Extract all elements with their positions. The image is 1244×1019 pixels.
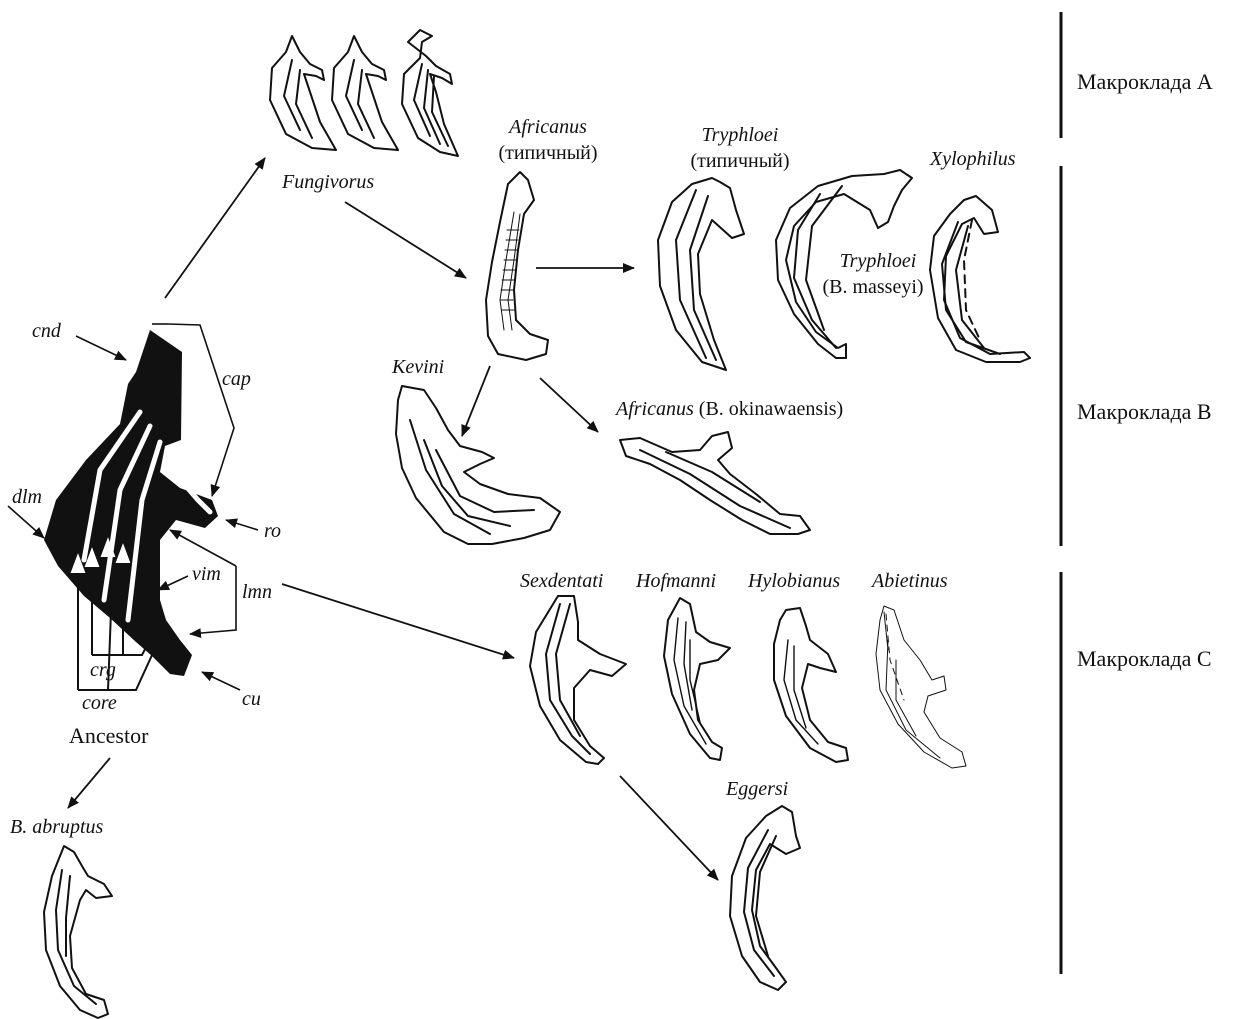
- taxon-note-africanus-okinawaensis: (B. okinawaensis): [699, 398, 843, 420]
- clade-label-a: Макроклада A: [1077, 71, 1213, 93]
- part-label-cap: cap: [222, 368, 251, 390]
- spicule-fungivorus-1: [270, 36, 336, 150]
- spicule-eggersi: [730, 806, 800, 990]
- taxon-label-eggersi: Eggersi: [726, 778, 788, 800]
- spicule-fungivorus-3: [402, 30, 458, 156]
- part-label-crg: crg: [90, 659, 116, 681]
- part-label-cnd: cnd: [32, 320, 61, 342]
- part-label-vim: vim: [192, 563, 221, 585]
- taxon-note-africanus-typical: (типичный): [488, 142, 608, 164]
- part-label-cu: cu: [242, 688, 261, 710]
- part-label-ro: ro: [264, 520, 281, 542]
- spicule-hylobianus: [774, 608, 848, 762]
- part-label-dlm: dlm: [12, 486, 42, 508]
- spicule-abruptus: [44, 846, 112, 1018]
- taxon-label-hofmanni: Hofmanni: [636, 570, 716, 592]
- part-label-core: core: [82, 692, 117, 714]
- taxon-label-abruptus: B. abruptus: [10, 816, 103, 838]
- spicule-hofmanni: [664, 598, 730, 760]
- taxon-note-tryphloei-typical: (типичный): [680, 150, 800, 172]
- spicule-tryphloei-typical: [658, 178, 744, 370]
- ancestor-spicule: [44, 330, 218, 690]
- taxon-label-tryphloei-typical: Tryphloei: [680, 124, 800, 146]
- clade-label-c: Макроклада C: [1077, 648, 1212, 670]
- ancestor-title: Ancestor: [69, 725, 148, 747]
- spicule-sexdentati: [530, 596, 626, 764]
- spicule-africanus-okinawaensis: [620, 432, 810, 534]
- taxon-label-abietinus: Abietinus: [872, 570, 948, 592]
- part-label-lmn: lmn: [242, 581, 272, 603]
- taxon-name-africanus-okinawaensis: Africanus: [616, 398, 694, 420]
- taxon-label-africanus-typical: Africanus: [488, 116, 608, 138]
- taxon-label-fungivorus: Fungivorus: [282, 171, 374, 193]
- taxon-label-xylophilus: Xylophilus: [930, 148, 1016, 170]
- clade-label-b: Макроклада B: [1077, 401, 1212, 423]
- spicule-xylophilus: [930, 196, 1030, 362]
- spicule-fungivorus-2: [332, 36, 398, 150]
- taxon-note-tryphloei-masseyi: (B. masseyi): [808, 276, 938, 298]
- taxon-label-sexdentati: Sexdentati: [520, 570, 603, 592]
- taxon-label-hylobianus: Hylobianus: [748, 570, 840, 592]
- taxon-label-kevini: Kevini: [392, 356, 444, 378]
- spicule-kevini: [396, 386, 560, 544]
- taxon-label-tryphloei-masseyi: Tryphloei: [818, 250, 938, 272]
- spicule-africanus-typical: [486, 172, 548, 360]
- taxon-label-africanus-okinawaensis: Africanus (B. okinawaensis): [616, 398, 843, 420]
- spicule-abietinus: [876, 606, 966, 768]
